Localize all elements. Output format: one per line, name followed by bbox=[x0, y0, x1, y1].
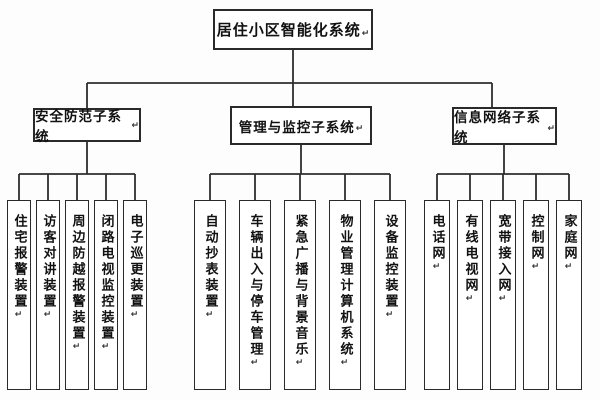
paragraph-mark: ↵ bbox=[431, 262, 442, 272]
leaf-node-visitor-intercom: 访客对讲装置↵ bbox=[36, 200, 60, 390]
paragraph-mark: ↵ bbox=[71, 342, 82, 352]
leaf-node-perimeter-alarm: 周边防越报警装置↵ bbox=[65, 200, 89, 390]
paragraph-mark: ↵ bbox=[42, 310, 53, 320]
leaf-node-residential-alarm: 住宅报警装置↵ bbox=[7, 200, 31, 390]
paragraph-mark: ↵ bbox=[530, 262, 541, 272]
paragraph-mark: ↵ bbox=[563, 262, 574, 272]
leaf-node-vehicle-parking: 车辆出入与停车管理↵ bbox=[239, 200, 271, 390]
leaf-label: 自动抄表装置 bbox=[202, 214, 218, 310]
leaf-node-equipment-monitor: 设备监控装置↵ bbox=[374, 200, 406, 390]
leaf-label: 控制网 bbox=[528, 214, 544, 262]
paragraph-mark: ↵ bbox=[131, 121, 139, 131]
leaf-label: 设备监控装置 bbox=[382, 214, 398, 310]
paragraph-mark: ↵ bbox=[129, 310, 140, 320]
leaf-label: 紧急广播与背景音乐 bbox=[292, 214, 308, 358]
group-node-security: 安全防范子系统 ↵ bbox=[33, 108, 141, 145]
group-node-label: 管理与监控子系统 bbox=[238, 119, 355, 136]
leaf-node-electronic-patrol: 电子巡更装置↵ bbox=[123, 200, 147, 390]
paragraph-mark: ↵ bbox=[361, 29, 370, 39]
paragraph-mark: ↵ bbox=[547, 124, 555, 134]
paragraph-mark: ↵ bbox=[355, 124, 364, 134]
leaf-node-broadcast-music: 紧急广播与背景音乐↵ bbox=[284, 200, 316, 390]
leaf-node-control-net: 控制网↵ bbox=[523, 200, 549, 390]
group-node-management: 管理与监控子系统 ↵ bbox=[230, 106, 372, 145]
leaf-node-broadband-net: 宽带接入网↵ bbox=[490, 200, 516, 390]
leaf-node-cable-tv-net: 有线电视网↵ bbox=[457, 200, 483, 390]
leaf-label: 家庭网 bbox=[561, 214, 577, 262]
leaf-label: 物业管理计算机系统 bbox=[337, 214, 353, 358]
leaf-node-telephone-net: 电话网↵ bbox=[424, 200, 450, 390]
leaf-label: 电话网 bbox=[429, 214, 445, 262]
paragraph-mark: ↵ bbox=[384, 310, 395, 320]
leaf-label: 闭路电视监控装置 bbox=[98, 214, 114, 342]
paragraph-mark: ↵ bbox=[339, 358, 350, 368]
paragraph-mark: ↵ bbox=[497, 294, 508, 304]
paragraph-mark: ↵ bbox=[464, 294, 475, 304]
paragraph-mark: ↵ bbox=[204, 310, 215, 320]
group-node-label: 安全防范子系统 bbox=[35, 109, 122, 145]
leaf-node-auto-meter-reading: 自动抄表装置↵ bbox=[194, 200, 226, 390]
leaf-label: 周边防越报警装置 bbox=[69, 214, 85, 342]
leaf-node-home-net: 家庭网↵ bbox=[556, 200, 582, 390]
leaf-label: 电子巡更装置 bbox=[127, 214, 143, 310]
leaf-label: 有线电视网 bbox=[462, 214, 478, 294]
leaf-label: 访客对讲装置 bbox=[40, 214, 56, 310]
leaf-label: 住宅报警装置 bbox=[11, 214, 27, 310]
paragraph-mark: ↵ bbox=[100, 342, 111, 352]
leaf-label: 车辆出入与停车管理 bbox=[247, 214, 263, 358]
group-node-label: 信息网络子系统 bbox=[454, 110, 541, 146]
paragraph-mark: ↵ bbox=[294, 358, 305, 368]
leaf-node-property-computer: 物业管理计算机系统↵ bbox=[329, 200, 361, 390]
leaf-label: 宽带接入网 bbox=[495, 214, 511, 294]
paragraph-mark: ↵ bbox=[13, 310, 24, 320]
group-node-network: 信息网络子系统 ↵ bbox=[452, 107, 557, 146]
paragraph-mark: ↵ bbox=[249, 358, 260, 368]
root-node: 居住小区智能化系统 ↵ bbox=[213, 9, 373, 50]
leaf-node-cctv-monitor: 闭路电视监控装置↵ bbox=[94, 200, 118, 390]
root-node-label: 居住小区智能化系统 bbox=[216, 21, 361, 39]
